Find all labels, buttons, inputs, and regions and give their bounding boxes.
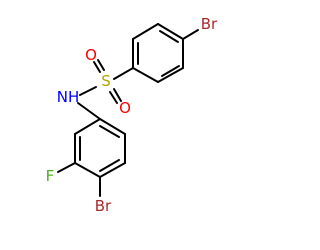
bond [99, 118, 126, 135]
double-bond-s-o-bottom [109, 91, 118, 104]
bond [99, 162, 126, 178]
oxygen-label-bottom: O [119, 99, 131, 117]
bond-ring-f [57, 162, 76, 173]
double-bond-s-o-top [93, 61, 101, 73]
bond [132, 67, 159, 83]
double-bond [99, 125, 120, 138]
double-bond [99, 159, 120, 172]
bond-s-n [79, 86, 97, 96]
top-benzene-ring [132, 23, 184, 83]
structure-diagram: Br S O O NH F Br [46, 15, 218, 215]
molecule-svg: Br S O O NH F Br [46, 15, 218, 215]
bond [74, 162, 101, 178]
oxygen-label-top: O [85, 46, 97, 64]
bond-n-ring [77, 102, 101, 120]
bond [132, 23, 159, 40]
fluorine-label: F [46, 167, 55, 185]
sulfur-label: S [101, 72, 111, 90]
bond-ring-br [182, 29, 199, 40]
double-bond-s-o-bottom [113, 88, 122, 102]
bromine-label-bottom: Br [95, 197, 112, 215]
bond [157, 67, 184, 83]
bond [74, 118, 101, 135]
nh-label: NH [57, 88, 80, 106]
double-bond [159, 30, 179, 43]
double-bond-s-o-top [97, 59, 105, 71]
double-bond [161, 65, 180, 77]
bromine-label-top: Br [201, 15, 218, 33]
bond-ring-s [113, 67, 134, 80]
bottom-benzene-ring [74, 118, 126, 178]
bond [157, 23, 184, 40]
